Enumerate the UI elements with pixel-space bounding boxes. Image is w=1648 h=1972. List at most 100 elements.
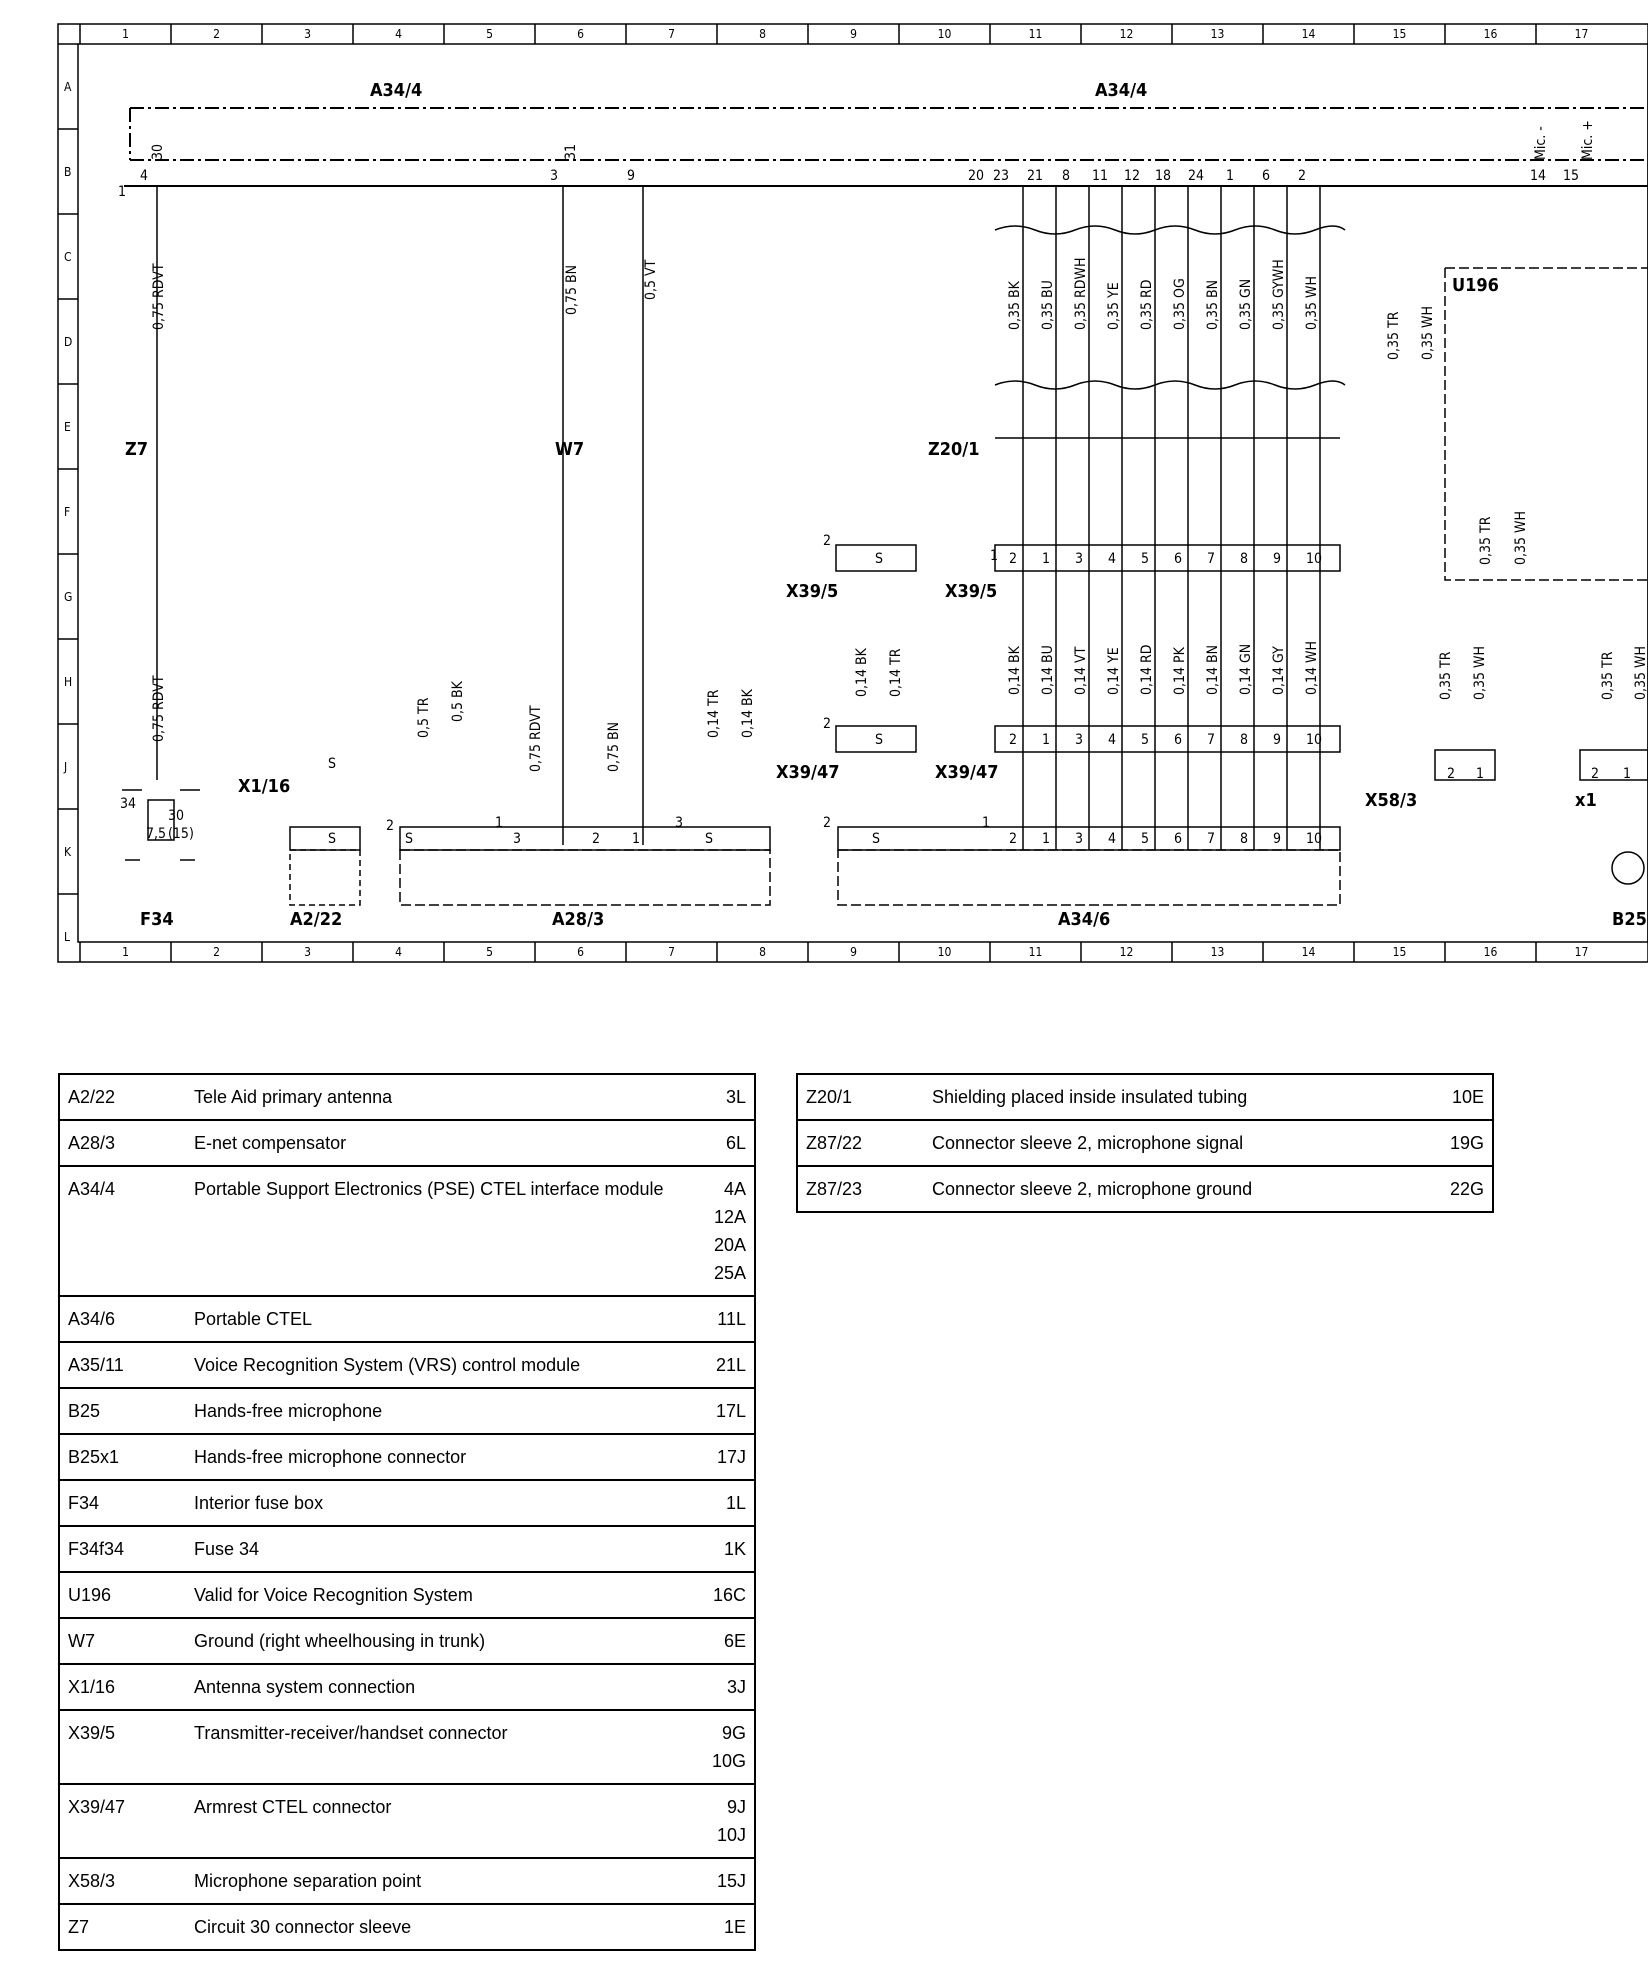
wire-075-rdvt-mid: 0,75 RDVT	[528, 705, 544, 772]
grid-row-letter: B	[64, 165, 71, 179]
pin: 1	[982, 815, 990, 831]
pin: 2	[823, 815, 831, 831]
pin: Mic. +	[1580, 120, 1596, 160]
label-a34-6: A34/6	[1058, 909, 1110, 930]
wire-05-bk: 0,5 BK	[450, 680, 466, 722]
pin: 1	[990, 548, 998, 564]
label-b25: B25	[1612, 909, 1647, 930]
grid-col-number: 2	[213, 945, 220, 959]
label-a34-4-right: A34/4	[1095, 80, 1147, 101]
pin: 34	[120, 796, 136, 812]
grid-col-number: 3	[304, 27, 311, 41]
grid-row-letter: F	[64, 505, 70, 519]
pin: 1	[1623, 766, 1631, 782]
wire-014-tr-a: 0,14 TR	[706, 689, 722, 738]
grid-col-number: 15	[1393, 27, 1407, 41]
grid-row-letter: G	[64, 590, 72, 604]
legend-code: A34/4	[59, 1165, 186, 1297]
bus-bottom-wire-label: 0,14 RD	[1139, 645, 1155, 695]
grid-row-letter: J	[63, 760, 67, 774]
label-x1: x1	[1575, 790, 1597, 811]
a34-4-pin-number: 2	[1298, 168, 1306, 184]
legend-location: 1E	[696, 1903, 755, 1951]
bus-top-wire-label: 0,35 RD	[1139, 280, 1155, 330]
legend-location: 16C	[696, 1571, 755, 1619]
grid-col-number: 3	[304, 945, 311, 959]
pin: 2	[1591, 766, 1599, 782]
legend-code: A34/6	[59, 1295, 186, 1343]
label-x39-5-right: X39/5	[945, 581, 997, 602]
legend-description: Antenna system connection	[186, 1663, 696, 1711]
bus-bottom-wire-label: 0,14 YE	[1106, 647, 1122, 695]
bus-pin-number: 9	[1273, 551, 1281, 567]
legend-location: 3L	[696, 1073, 755, 1121]
pin: 1	[632, 831, 640, 847]
pin: Mic. -	[1533, 126, 1549, 160]
label-z20-1: Z20/1	[928, 439, 979, 460]
grid-col-number: 8	[759, 945, 766, 959]
grid-col-number: 4	[395, 945, 402, 959]
bus-bottom-wire-label: 0,14 BU	[1040, 645, 1056, 695]
grid-col-number: 2	[213, 27, 220, 41]
label-x1-16: X1/16	[238, 776, 290, 797]
wire-075-bn-mid: 0,75 BN	[606, 722, 622, 772]
label-x39-5-left: X39/5	[786, 581, 838, 602]
bus-pin-number: 2	[1009, 831, 1017, 847]
bus-pin-number: 9	[1273, 831, 1281, 847]
pin: S	[405, 831, 413, 847]
label-x39-47-left: X39/47	[776, 762, 839, 783]
label-x58-3: X58/3	[1365, 790, 1417, 811]
legend-code: X39/47	[59, 1783, 186, 1859]
pin: 7,5	[146, 826, 166, 842]
a34-4-pin-number: 18	[1155, 168, 1171, 184]
grid-col-number: 17	[1575, 27, 1589, 41]
bus-pin-number: 2	[1009, 732, 1017, 748]
bus-bottom-wire-label: 0,14 VT	[1073, 646, 1089, 695]
wire-u196-wh-top: 0,35 WH	[1420, 306, 1436, 360]
bus-bottom-wire-label: 0,14 GN	[1238, 644, 1254, 695]
bus-bottom-wire-label: 0,14 BK	[1007, 645, 1023, 695]
grid-col-number: 5	[486, 27, 493, 41]
wire-x58-tr: 0,35 TR	[1438, 651, 1454, 700]
bus-pin-number: 1	[1042, 551, 1050, 567]
bus-pin-number: 10	[1306, 831, 1322, 847]
wire-b25-wh: 0,35 WH	[1633, 646, 1648, 700]
grid-col-number: 12	[1120, 945, 1134, 959]
wire-014-bk-a: 0,14 BK	[740, 688, 756, 738]
legend-location: 1K	[696, 1525, 755, 1573]
pin: 1	[1476, 766, 1484, 782]
legend-description: E-net compensator	[186, 1119, 696, 1167]
a34-4-pin-number: 24	[1188, 168, 1204, 184]
grid-row-letter: C	[64, 250, 72, 264]
grid-col-number: 13	[1211, 27, 1225, 41]
wire-u196-tr-in: 0,35 TR	[1478, 516, 1494, 565]
label-x39-47-right: X39/47	[935, 762, 998, 783]
bus-bottom-wire-label: 0,14 BN	[1205, 645, 1221, 695]
bus-top-wire-label: 0,35 YE	[1106, 282, 1122, 330]
legend-code: X39/5	[59, 1709, 186, 1785]
pin: 31	[563, 144, 579, 160]
legend-description: Hands-free microphone	[186, 1387, 696, 1435]
legend-code: Z87/23	[797, 1165, 924, 1213]
bus-pin-number: 7	[1207, 551, 1215, 567]
grid-col-number: 14	[1302, 945, 1316, 959]
pin: 15	[1563, 168, 1579, 184]
wire-014-bk-b: 0,14 BK	[854, 647, 870, 697]
grid-col-number: 9	[850, 945, 857, 959]
pin: 3	[675, 815, 683, 831]
wire-05-vt: 0,5 VT	[643, 259, 659, 300]
wire-014-tr-b: 0,14 TR	[888, 648, 904, 697]
